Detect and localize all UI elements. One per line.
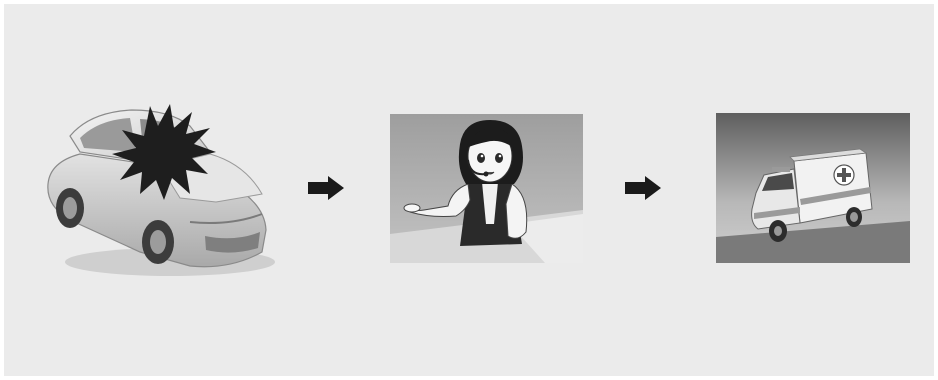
arrow-right-icon [308,176,344,200]
ambulance-illustration [716,113,910,263]
arrow-right-icon [625,176,661,200]
ambulance-icon [716,113,910,263]
crashed-car-illustration [40,102,280,280]
crashed-car-icon [40,102,280,280]
diagram-panel [4,4,934,376]
emergency-operator-icon [390,114,583,263]
emergency-operator-illustration [390,114,583,263]
